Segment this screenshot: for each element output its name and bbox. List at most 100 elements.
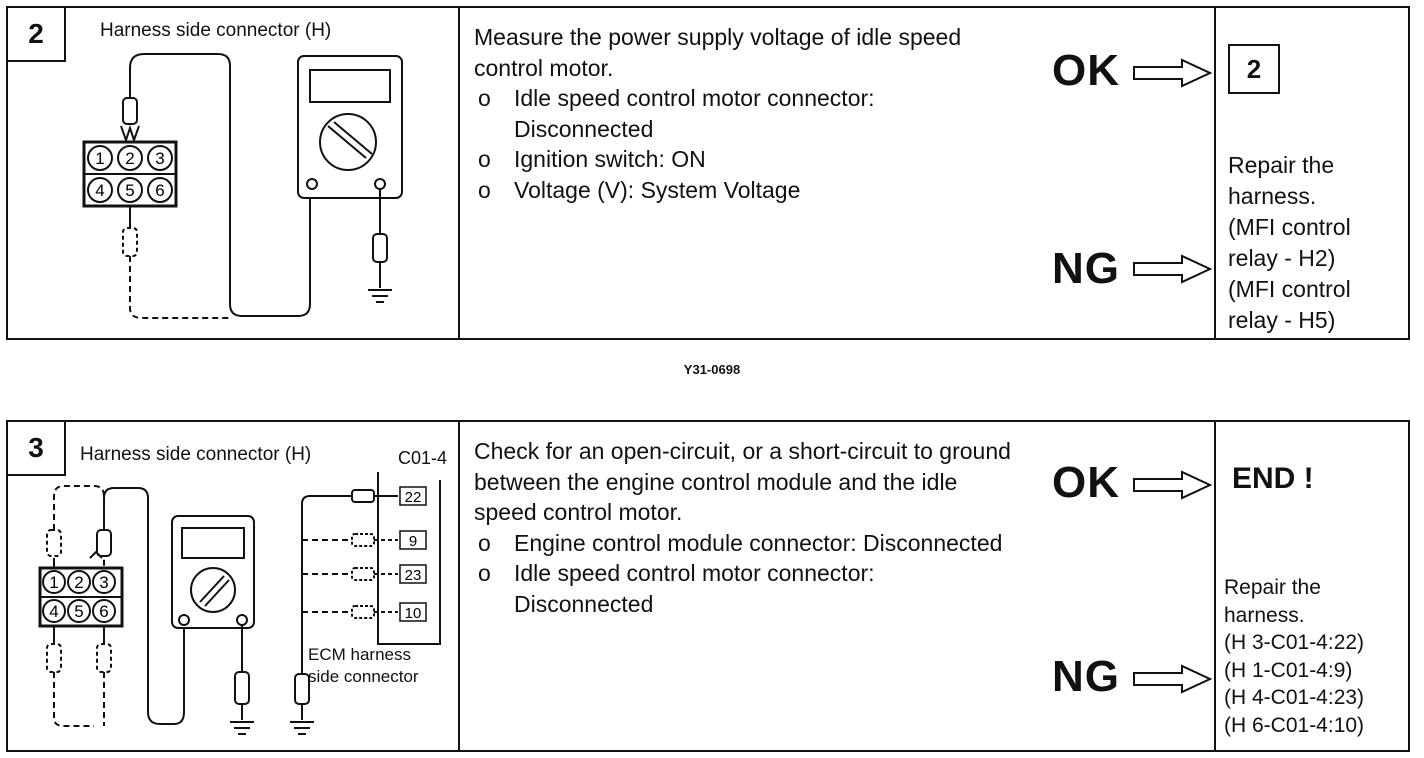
connector-pin-label: 1 [49, 573, 58, 592]
ng-result-text: Repair the harness. (H 3-C01-4:22) (H 1-… [1224, 574, 1364, 739]
connector-pin-label: 6 [155, 181, 164, 200]
condition-text: Voltage (V): System Voltage [514, 176, 801, 203]
condition-text: Idle speed control motor connector: Disc… [514, 560, 875, 617]
step-3-instruction-cell: Check for an open-circuit, or a short-ci… [460, 422, 1216, 750]
condition-item: o Voltage (V): System Voltage [474, 175, 1014, 206]
connector-pin-label: 4 [49, 602, 58, 621]
ecm-pin-label: 23 [405, 567, 422, 584]
connector-pin-label: 2 [125, 149, 134, 168]
ecm-pin-label: 22 [405, 489, 422, 506]
ng-result-line: Repair the [1228, 152, 1335, 178]
ground-icon [230, 721, 254, 735]
step-2-result-cell: 2 Repair the harness. (MFI control relay… [1216, 8, 1408, 338]
condition-item: o Idle speed control motor connector: Dis… [474, 83, 1014, 144]
ground-icon [290, 721, 314, 735]
figure-code: Y31-0698 [683, 362, 741, 377]
connector-pin-label: 5 [74, 602, 83, 621]
connector-pin-label: 5 [125, 181, 134, 200]
ng-result-line: (MFI control [1228, 276, 1351, 302]
ng-result-line: harness. [1228, 183, 1317, 209]
ok-arrow-icon [1133, 58, 1213, 88]
ok-label: OK [1052, 46, 1120, 95]
end-label: END ! [1232, 462, 1314, 495]
ok-arrow-icon [1133, 470, 1213, 500]
connector-pin-label: 3 [99, 573, 108, 592]
ng-result-line: (MFI control [1228, 214, 1351, 240]
connector-pin [67, 570, 91, 594]
ecm-caption-line: side connector [308, 667, 419, 686]
ng-result-line: harness. [1224, 603, 1305, 627]
bullet-marker: o [478, 146, 491, 172]
bullet-marker: o [478, 176, 491, 203]
multimeter-icon [171, 515, 255, 629]
ground-icon [368, 289, 392, 303]
ecm-pin-box [399, 602, 427, 622]
step-number: 3 [8, 422, 66, 476]
ecm-connector-id: C01-4 [398, 448, 448, 468]
condition-item: o Idle speed control motor connector: Dis… [474, 558, 1014, 619]
connector-pin [117, 177, 143, 203]
ng-result-line: (H 4-C01-4:23) [1224, 686, 1365, 709]
connector-pin [42, 599, 66, 623]
condition-text: Idle speed control motor connector: Disc… [514, 85, 875, 142]
connector-pin-label: 2 [74, 573, 83, 592]
instruction-text: Measure the power supply voltage of idle… [474, 22, 1014, 205]
ng-result-line: (H 3-C01-4:22) [1224, 631, 1365, 654]
ng-result-line: Repair the [1224, 576, 1321, 599]
connector-pin-label: 4 [95, 181, 104, 200]
step-number: 2 [8, 8, 66, 62]
ng-label: NG [1052, 244, 1120, 293]
condition-item: o Ignition switch: ON [474, 144, 1014, 175]
instruction-intro: Measure the power supply voltage of idle… [474, 24, 962, 81]
connector-pin [42, 570, 66, 594]
ecm-pin-box [399, 486, 427, 506]
ng-arrow-icon [1133, 254, 1213, 284]
ecm-pin-box [399, 564, 427, 584]
condition-text: Ignition switch: ON [514, 146, 706, 172]
instruction-intro: Check for an open-circuit, or a short-ci… [474, 438, 1011, 525]
ecm-connector-icon [377, 472, 441, 645]
ng-result-line: (H 1-C01-4:9) [1224, 658, 1353, 682]
ecm-pin-box [399, 530, 427, 550]
probe-icon [122, 97, 138, 125]
diagram-caption: Harness side connector (H) [80, 444, 312, 465]
step-3-result-cell: END ! Repair the harness. (H 3-C01-4:22)… [1216, 422, 1408, 750]
connector-pin [87, 177, 113, 203]
condition-list: o Idle speed control motor connector: Dis… [474, 83, 1014, 205]
ecm-pin-label: 9 [409, 533, 417, 550]
connector-pin [92, 599, 116, 623]
bullet-marker: o [478, 560, 491, 586]
connector-pin [147, 145, 173, 171]
ng-label: NG [1052, 652, 1120, 701]
ng-result-line: relay - H2) [1228, 245, 1336, 271]
step-2-row: 2 Harness side connector (H) 1 2 3 4 5 6 [6, 6, 1410, 340]
connector-pin-label: 6 [99, 602, 108, 621]
ng-result-line: (H 6-C01-4:10) [1224, 713, 1365, 737]
ecm-pin-label: 10 [405, 605, 422, 622]
multimeter-icon [297, 55, 403, 199]
step-2-wiring-diagram: 1 2 3 4 5 6 [82, 53, 403, 319]
connector-pin-label: 3 [155, 149, 164, 168]
step-2-diagram-cell: 2 Harness side connector (H) 1 2 3 4 5 6 [8, 8, 460, 338]
ecm-caption-line: ECM harness [308, 645, 411, 664]
diagram-caption: Harness side connector (H) [100, 20, 332, 41]
next-step-box: 2 [1228, 44, 1280, 94]
ecm-caption: ECM harness side connector [308, 644, 419, 688]
connector-pin [67, 599, 91, 623]
instruction-text: Check for an open-circuit, or a short-ci… [474, 436, 1014, 619]
ng-result-line: relay - H5) [1228, 307, 1336, 333]
ng-result-text: Repair the harness. (MFI control relay -… [1228, 150, 1351, 336]
bullet-marker: o [478, 85, 491, 111]
step-2-instruction-cell: Measure the power supply voltage of idle… [460, 8, 1216, 338]
connector-pin-label: 1 [95, 149, 104, 168]
connector-pin [147, 177, 173, 203]
connector-pin [92, 570, 116, 594]
connector-pin [117, 145, 143, 171]
ok-label: OK [1052, 458, 1120, 507]
bullet-marker: o [478, 529, 491, 556]
